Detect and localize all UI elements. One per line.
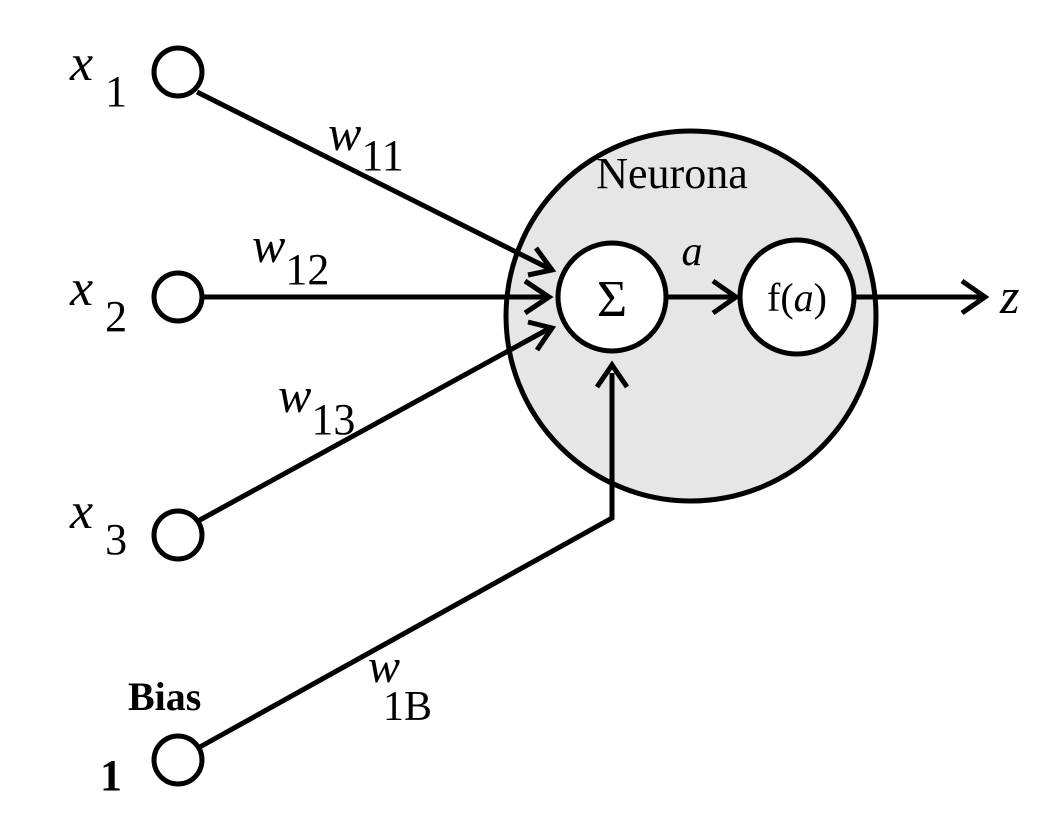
weight-label-w13: w13: [278, 367, 355, 444]
arrowhead-x3: [527, 319, 557, 352]
edge-x1: [195, 89, 554, 273]
input-subscript: 3: [105, 515, 127, 564]
weight-subscript: 12: [285, 245, 329, 294]
input-subscript: 2: [105, 292, 127, 341]
bias-weight-var: w: [368, 640, 400, 693]
weight-var: w: [278, 367, 311, 423]
arrowhead-activation: [711, 278, 741, 316]
input-node-x2: [151, 270, 205, 324]
activation-func-name: f(: [767, 275, 794, 320]
input-var: x: [69, 35, 93, 92]
output-label: z: [999, 268, 1019, 324]
weight-label-w11: w11: [328, 105, 404, 180]
input-var: x: [69, 260, 93, 317]
bias-value: 1: [100, 751, 122, 800]
weight-subscript: 11: [361, 131, 403, 180]
weight-subscript: 13: [311, 395, 355, 444]
arrowhead-x2: [523, 278, 554, 316]
activation-func-arg: a: [794, 275, 814, 320]
activation-label: a: [682, 229, 703, 275]
arrowhead-x1: [527, 246, 557, 278]
bias-label: Bias: [128, 674, 201, 719]
neuron-body: [503, 128, 879, 504]
neuron-title: Neurona: [596, 149, 748, 198]
weight-var: w: [328, 105, 361, 161]
sigma-symbol: Σ: [597, 271, 627, 328]
activation-func-close: ): [814, 275, 827, 320]
weight-label-w12: w12: [252, 217, 329, 294]
activation-function: f(a): [767, 275, 827, 320]
edge-x3: [196, 324, 554, 524]
arrowhead-output: [960, 278, 990, 316]
bias-node: [151, 733, 205, 787]
input-var: x: [69, 483, 93, 540]
input-subscript: 1: [105, 67, 127, 116]
bias-weight-subscript: 1B: [383, 684, 432, 730]
weight-var: w: [252, 217, 285, 273]
edge-bias: [196, 373, 615, 751]
input-node-x3: [151, 508, 205, 562]
arrowhead-bias: [594, 360, 630, 389]
input-node-x1: [151, 45, 205, 99]
